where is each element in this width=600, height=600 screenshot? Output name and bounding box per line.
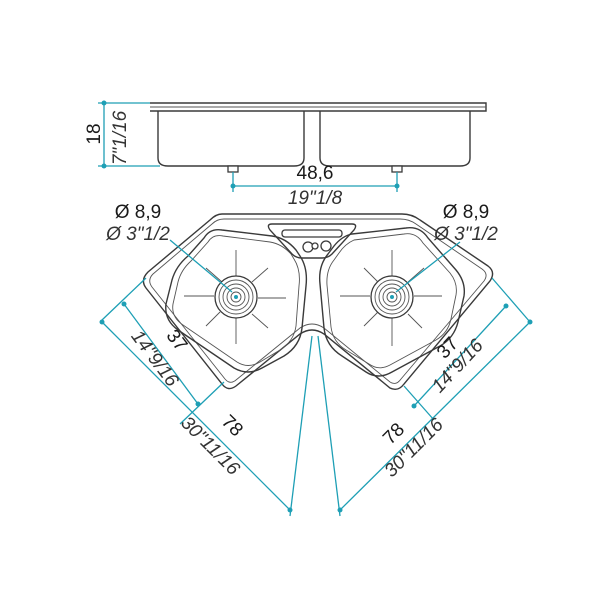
right-drain xyxy=(370,275,414,319)
right-bowl xyxy=(318,227,466,377)
drain-spacing-dimension xyxy=(230,172,400,192)
left-total-dimension xyxy=(99,319,313,517)
right-drain-leader xyxy=(395,241,461,293)
height-in-label: 7"1/16 xyxy=(110,110,131,165)
faucet-plate xyxy=(267,223,357,259)
faucet-hole-center xyxy=(311,242,319,250)
right-drain-cm-label: Ø 8,9 xyxy=(443,202,489,223)
left-bowl-dimension xyxy=(101,277,225,425)
left-drain-in-label: Ø 3"1/2 xyxy=(105,224,170,245)
top-view-sink xyxy=(142,213,494,391)
drain-spacing-cm-label: 48,6 xyxy=(297,163,334,184)
right-drain-in-label: Ø 3"1/2 xyxy=(433,224,498,245)
left-total-cm-label: 78 xyxy=(217,411,247,441)
height-dimension xyxy=(98,100,160,169)
left-drain-leader xyxy=(169,239,233,293)
side-view xyxy=(150,102,487,173)
height-cm-label: 18 xyxy=(84,123,105,144)
right-bowl-dimension xyxy=(403,277,531,421)
left-drain-cm-label: Ø 8,9 xyxy=(115,202,161,223)
faucet-hole-right xyxy=(320,240,332,252)
drain-spacing-in-label: 19"1/8 xyxy=(288,188,343,209)
left-bowl xyxy=(165,228,308,373)
right-total-dimension xyxy=(317,319,533,517)
